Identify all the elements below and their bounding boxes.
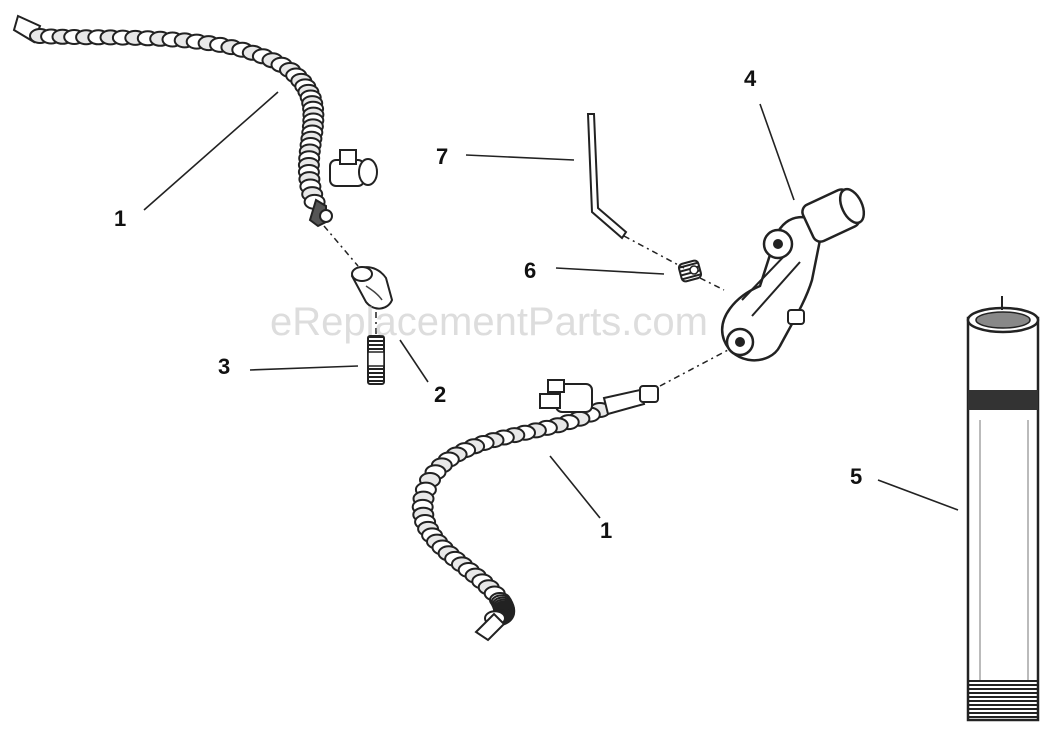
- callout-2: 2: [434, 382, 447, 407]
- hose-bottom-segments: [411, 402, 611, 627]
- hex-key: [586, 113, 628, 240]
- elbow-fitting: [350, 266, 394, 310]
- callout-1-bottom: 1: [600, 518, 613, 543]
- hose-top-segments: [29, 28, 326, 210]
- coolant-hose-bottom: [411, 379, 659, 642]
- hose-top-valve: [308, 149, 378, 228]
- set-screw: [677, 259, 703, 283]
- callout-1-top: 1: [114, 206, 127, 231]
- extension-pipe: [966, 296, 1040, 722]
- callout-3: 3: [218, 354, 231, 379]
- coolant-hose-top: [12, 14, 378, 228]
- mounting-clamp: [721, 187, 866, 362]
- callout-6: 6: [524, 258, 537, 283]
- callout-4: 4: [744, 66, 757, 91]
- callout-7: 7: [436, 144, 449, 169]
- pipe-nipple: [367, 335, 385, 385]
- leader-lines: [143, 91, 959, 519]
- callout-5: 5: [850, 464, 863, 489]
- hose-bottom-valve: [539, 379, 659, 416]
- assembly-lines: [323, 225, 729, 387]
